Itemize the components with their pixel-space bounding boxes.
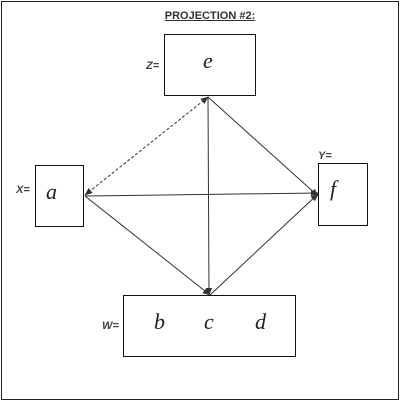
node-w-var-b: b [154, 309, 165, 334]
node-w-box [123, 295, 296, 357]
node-z-box [164, 34, 256, 96]
diagram-title: PROJECTION #2: [164, 10, 256, 22]
node-z-var-e: e [203, 48, 213, 73]
edge-z-x [84, 96, 209, 196]
node-z-label: Z= [146, 60, 160, 72]
node-w-var-c: c [204, 309, 214, 334]
node-y-box [318, 163, 368, 226]
edge-z-y [207, 96, 319, 197]
node-x-label: X= [16, 184, 30, 196]
edge-w-y [209, 193, 319, 296]
node-x-box [35, 165, 84, 227]
edge-z-w [205, 96, 213, 296]
node-y-label: Y= [318, 150, 332, 162]
node-w-label: W= [102, 320, 119, 332]
node-w-var-d: d [255, 309, 266, 334]
edge-x-y [84, 189, 319, 197]
edge-x-w [84, 195, 211, 296]
node-x-var-a: a [46, 179, 57, 204]
node-y-var-f: f [330, 176, 337, 201]
